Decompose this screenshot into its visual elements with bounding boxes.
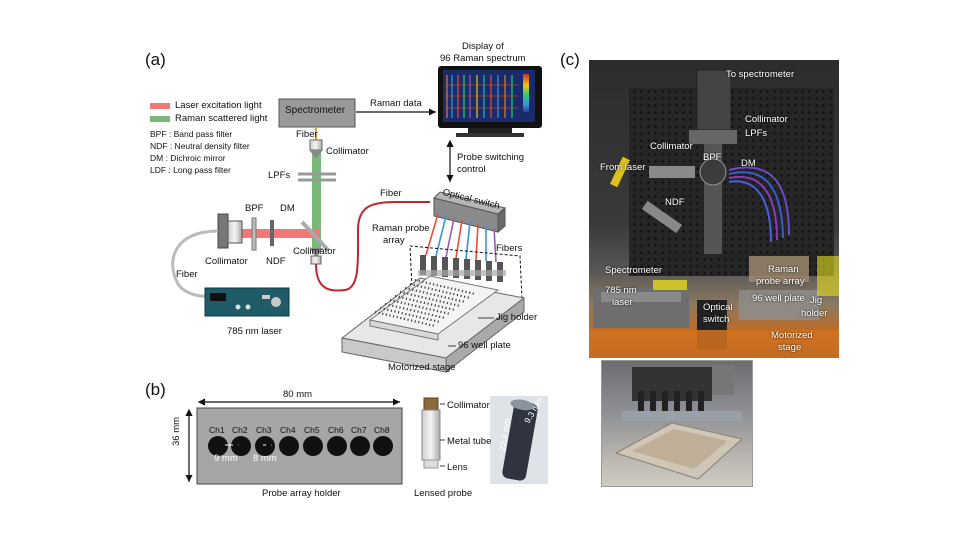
c-from-laser: From laser — [600, 162, 646, 173]
probe-array-photo — [601, 360, 753, 487]
ch5-label: Ch5 — [304, 425, 320, 435]
ch8-label: Ch8 — [374, 425, 390, 435]
c-collimator-r: Collimator — [745, 114, 788, 125]
motorized-stage-label: Motorized stage — [388, 362, 456, 373]
collimator-mid-label: Collimator — [293, 246, 336, 257]
c-jig-1: Jig — [810, 295, 823, 306]
ch6-label: Ch6 — [328, 425, 344, 435]
setup-photo — [589, 60, 839, 358]
legend-laser-label: Laser excitation light — [175, 100, 262, 111]
c-laser-1: 785 nm — [605, 285, 637, 296]
c-collimator-l: Collimator — [650, 141, 693, 152]
height-dim-label: 36 mm — [171, 416, 182, 446]
c-ndf: NDF — [665, 197, 685, 208]
laser-unit — [204, 287, 290, 317]
probe-array-holder-label: Probe array holder — [262, 488, 341, 499]
c-well-plate: 96 well plate — [752, 293, 805, 304]
spacing-8mm: 8 mm — [253, 453, 277, 464]
legend-raman-swatch — [150, 116, 170, 122]
probe-switching-label-2: control — [457, 164, 486, 175]
c-dm: DM — [741, 158, 756, 169]
legend-laser-swatch — [150, 103, 170, 109]
metal-tube-label: Metal tube — [447, 436, 492, 447]
ndf-label: NDF — [266, 256, 286, 267]
lens-label: Lens — [447, 462, 468, 473]
c-jig-2: holder — [801, 308, 828, 319]
spectrometer-label: Spectrometer — [285, 105, 346, 116]
fiber-top-label: Fiber — [296, 129, 318, 140]
ch1-label: Ch1 — [209, 425, 225, 435]
well-plate-label: 96 well plate — [458, 340, 511, 351]
dm-label: DM — [280, 203, 295, 214]
c-raman-probe-1: Raman — [768, 264, 799, 275]
probe-switching-label-1: Probe switching — [457, 152, 525, 163]
ch4-label: Ch4 — [280, 425, 296, 435]
bpf-label: BPF — [245, 203, 264, 214]
jig-holder-label: Jig holder — [496, 312, 538, 323]
c-to-spectrometer: To spectrometer — [726, 69, 795, 80]
raman-data-label: Raman data — [370, 98, 422, 109]
legend-ndf: NDF : Neutral density filter — [150, 141, 250, 151]
legend-raman-label: Raman scattered light — [175, 113, 268, 124]
fiber-to-switch — [315, 201, 430, 292]
fibers-label: Fibers — [496, 243, 523, 254]
ch7-label: Ch7 — [351, 425, 367, 435]
lpfs-label: LPFs — [268, 170, 291, 181]
panel-label-a: (a) — [145, 50, 166, 69]
legend-dm: DM : Dichroic mirror — [150, 153, 226, 163]
probe-array-photo-drawing — [614, 365, 744, 480]
c-bpf: BPF — [703, 152, 722, 163]
width-dim-label: 80 mm — [283, 389, 313, 400]
probe-array-drawing — [418, 255, 506, 282]
probe-fibers — [425, 213, 497, 263]
ch2-label: Ch2 — [232, 425, 248, 435]
laser-beam — [232, 229, 320, 238]
c-optical-2: switch — [703, 314, 730, 325]
legend-bpf: BPF : Band pass filter — [150, 129, 233, 139]
well-plate-stage — [340, 275, 526, 374]
lensed-probe-label: Lensed probe — [414, 488, 473, 499]
c-optical-1: Optical — [703, 302, 733, 313]
display-title-2: 96 Raman spectrum — [440, 53, 526, 64]
fiber-left-label: Fiber — [176, 269, 198, 280]
raman-beam — [312, 150, 321, 248]
legend-ldf: LDF : Long pass filter — [150, 165, 231, 175]
c-laser-2: laser — [612, 297, 633, 308]
display-title-1: Display of — [462, 41, 504, 52]
dichroic-mirror — [300, 220, 330, 252]
c-spectrometer: Spectrometer — [605, 265, 663, 276]
raman-probe-label-2: array — [383, 235, 405, 246]
optical-switch-box — [433, 191, 507, 234]
ch3-label: Ch3 — [256, 425, 272, 435]
panel-label-b: (b) — [145, 380, 166, 399]
c-motorized-1: Motorized — [771, 330, 813, 341]
c-raman-probe-2: probe array — [756, 276, 805, 287]
laser-label: 785 nm laser — [227, 326, 282, 337]
collimator-b-label: Collimator — [447, 400, 490, 411]
collimator-left-label: Collimator — [205, 256, 248, 267]
c-lpfs: LPFs — [745, 128, 768, 139]
probe-photo — [490, 396, 548, 484]
panel-label-c: (c) — [560, 50, 580, 69]
monitor — [438, 66, 542, 137]
bpf-filter — [251, 217, 257, 251]
raman-probe-label-1: Raman probe — [372, 223, 430, 234]
lensed-probe-drawing — [421, 397, 441, 469]
setup-photo-drawing — [589, 69, 839, 358]
fiber-to-laser — [171, 229, 219, 298]
ndf-filter — [270, 220, 274, 246]
fiber-right-label: Fiber — [380, 188, 402, 199]
collimator-top-label: Collimator — [326, 146, 369, 157]
spacing-9mm: 9 mm — [214, 453, 238, 464]
c-motorized-2: stage — [778, 342, 802, 353]
